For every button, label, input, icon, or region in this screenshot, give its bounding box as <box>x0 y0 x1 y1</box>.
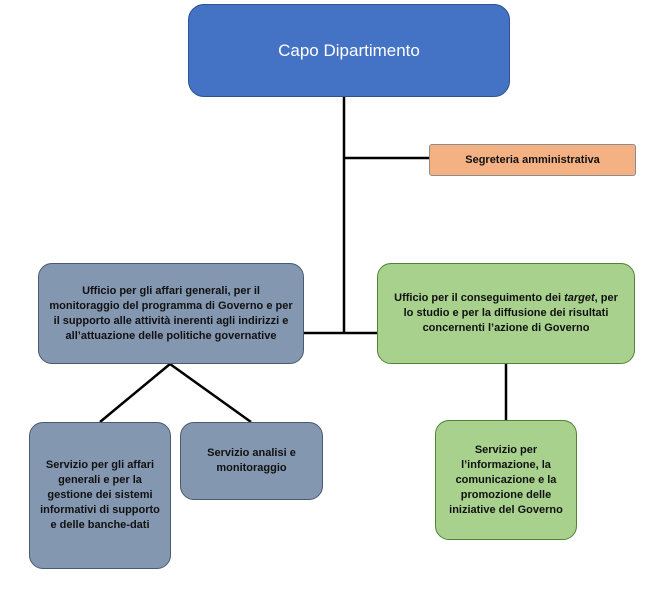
node-ufficio-target: Ufficio per il conseguimento dei target,… <box>377 263 635 364</box>
node-target-label-italic: target <box>564 292 595 304</box>
node-capo-dipartimento: Capo Dipartimento <box>188 4 510 97</box>
node-ufficio-affari-generali: Ufficio per gli affari generali, per il … <box>38 263 304 364</box>
node-target-label: Ufficio per il conseguimento dei target,… <box>390 291 622 336</box>
node-target-label-after: , per lo studio e per la diffusione dei … <box>403 292 618 334</box>
node-segreteria-amministrativa: Segreteria amministrativa <box>429 144 636 176</box>
node-servizio-info-label: Servizio per l’informazione, la comunica… <box>449 443 563 516</box>
node-servizio-affari-label: Servizio per gli affari generali e per l… <box>40 459 160 531</box>
connector-affari-to-servizio-analisi <box>169 362 252 424</box>
node-capo-label: Capo Dipartimento <box>278 41 420 60</box>
node-target-label-before: Ufficio per il conseguimento dei <box>394 292 565 304</box>
node-servizio-informazione: Servizio per l’informazione, la comunica… <box>435 420 577 540</box>
node-servizio-analisi: Servizio analisi e monitoraggio <box>180 422 323 500</box>
node-servizio-analisi-label: Servizio analisi e monitoraggio <box>207 447 296 474</box>
connector-affari-to-servizio-affari <box>99 363 171 423</box>
node-segreteria-label: Segreteria amministrativa <box>465 153 600 166</box>
node-servizio-affari-generali: Servizio per gli affari generali e per l… <box>29 422 171 569</box>
node-affari-label: Ufficio per gli affari generali, per il … <box>49 284 293 342</box>
